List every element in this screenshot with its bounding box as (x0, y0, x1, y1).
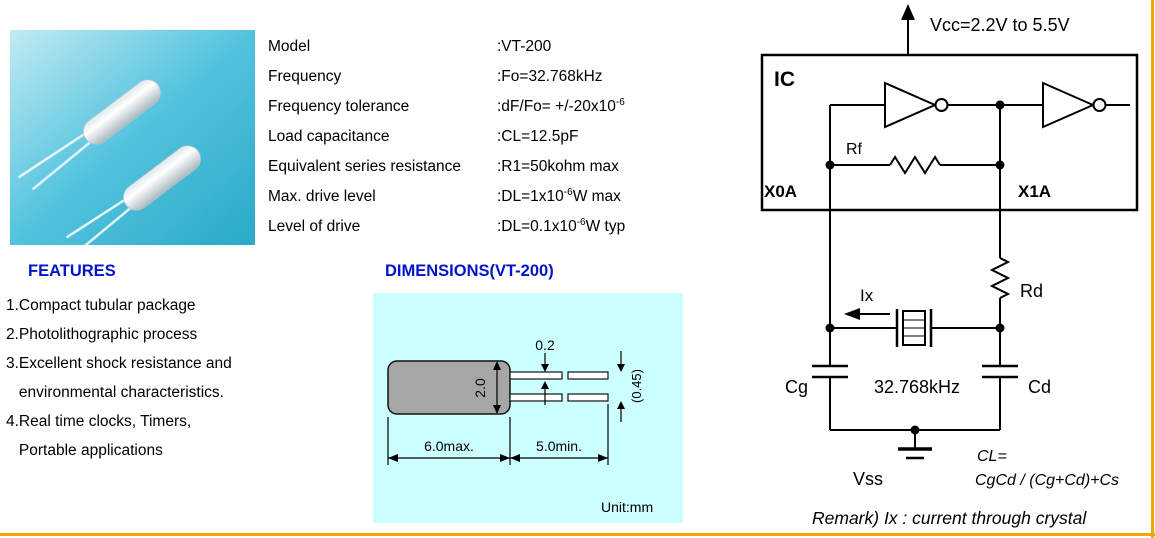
crystal-frequency-label: 32.768kHz (874, 377, 960, 397)
spec-row-level-of-drive: Level of drive :DL=0.1x10-6W typ (268, 212, 708, 242)
spec-value: :CL=12.5pF (497, 128, 579, 146)
spec-label: Frequency tolerance (268, 98, 410, 115)
feature-item: 1.Compact tubular package (6, 297, 196, 314)
page-right-rule (1151, 0, 1154, 538)
remark-text: Remark) Ix : current through crystal (812, 508, 1087, 528)
spec-row-tolerance: Frequency tolerance :dF/Fo= +/-20x10-6 (268, 92, 708, 122)
rf-label: Rf (846, 141, 863, 158)
inverter-1-icon (884, 81, 938, 129)
feature-item: environmental characteristics. (6, 384, 224, 401)
rd-resistor-icon (989, 257, 1011, 299)
oscillator-circuit-diagram: Vcc=2.2V to 5.5V IC Rf X0A X1A Rd Ix (760, 4, 1139, 528)
feature-item: 2.Photolithographic process (6, 326, 198, 343)
cd-label: Cd (1028, 377, 1051, 397)
dimension-drawing: 0.2 2.0 (0.45) 6.0max. (387, 337, 653, 515)
vss-label: Vss (853, 469, 883, 489)
spec-label: Level of drive (268, 218, 361, 235)
spec-row-series-resistance: Equivalent series resistance :R1=50kohm … (268, 152, 708, 182)
features-list: 1.Compact tubular package 2.Photolithogr… (6, 297, 232, 471)
photo-background (10, 30, 255, 245)
crystal-body-outline (387, 360, 511, 415)
product-photo (10, 30, 255, 245)
feature-item: Portable applications (6, 442, 163, 459)
spec-value: :R1=50kohm max (497, 158, 619, 176)
rd-label: Rd (1020, 281, 1043, 301)
feature-item: 4.Real time clocks, Timers, (6, 413, 192, 430)
dim-body-height: 2.0 (472, 378, 488, 398)
dim-unit-label: Unit:mm (601, 499, 653, 515)
spec-row-load-capacitance: Load capacitance :CL=12.5pF (268, 122, 708, 152)
dim-lead-length: 5.0min. (536, 438, 582, 454)
vcc-label: Vcc=2.2V to 5.5V (930, 15, 1070, 35)
spec-label: Equivalent series resistance (268, 158, 461, 175)
x0a-pin-label: X0A (764, 182, 797, 201)
feature-item: 3.Excellent shock resistance and (6, 355, 232, 372)
crystal-component-1 (17, 79, 161, 191)
spec-row-model: Model :VT-200 (268, 32, 708, 62)
inverter-2-icon (1042, 81, 1096, 129)
features-heading: FEATURES (28, 262, 116, 280)
cl-formula-line2: CgCd / (Cg+Cd)+Cs (975, 472, 1119, 489)
vcc-arrow-icon (901, 4, 915, 20)
spec-label: Max. drive level (268, 188, 376, 205)
dimensions-heading: DIMENSIONS(VT-200) (385, 262, 554, 280)
ic-box (760, 53, 1139, 212)
spec-value: :Fo=32.768kHz (497, 68, 603, 86)
ic-label: IC (774, 68, 795, 91)
spec-row-frequency: Frequency :Fo=32.768kHz (268, 62, 708, 92)
dim-lead-thickness: 0.2 (535, 337, 555, 353)
spec-row-max-drive-level: Max. drive level :DL=1x10-6W max (268, 182, 708, 212)
spec-list: Model :VT-200 Frequency :Fo=32.768kHz Fr… (268, 32, 708, 242)
rf-resistor-icon (889, 155, 941, 175)
cl-formula-line1: CL= (977, 448, 1007, 465)
spec-label: Model (268, 38, 311, 55)
x1a-pin-label: X1A (1018, 182, 1051, 201)
spec-label: Frequency (268, 68, 342, 85)
ix-label: Ix (860, 286, 874, 305)
spec-value: :VT-200 (497, 38, 552, 56)
page-bottom-rule (0, 533, 1155, 536)
spec-label: Load capacitance (268, 128, 390, 145)
spec-value: :dF/Fo= +/-20x10-6 (497, 97, 625, 116)
dim-lead-span: (0.45) (629, 369, 644, 403)
dim-body-length: 6.0max. (424, 438, 474, 454)
dimension-drawing-panel: 0.2 2.0 (0.45) 6.0max. (373, 293, 683, 523)
spec-value: :DL=1x10-6W max (497, 187, 621, 206)
crystal-component-2 (65, 145, 201, 245)
ix-arrow-icon (844, 308, 860, 320)
spec-value: :DL=0.1x10-6W typ (497, 217, 626, 236)
cg-label: Cg (785, 377, 808, 397)
